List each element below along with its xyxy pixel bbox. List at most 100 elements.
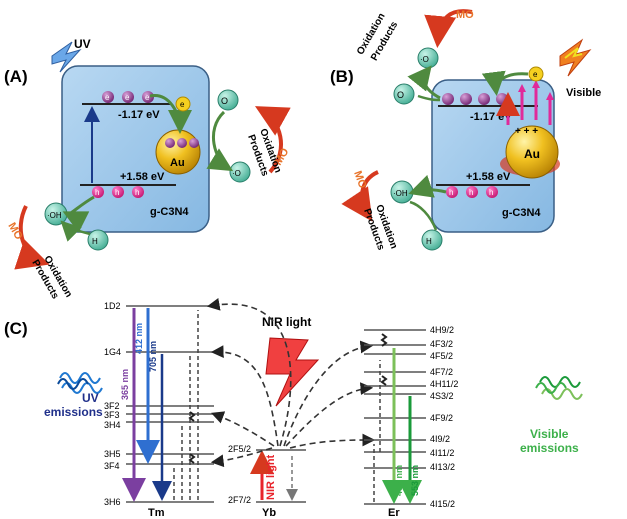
vb-potential-b: +1.58 eV: [466, 171, 511, 183]
mo-label-b1: MO: [456, 9, 474, 21]
svg-text:h: h: [135, 188, 139, 197]
free-electron: [175, 96, 191, 112]
hot-electron: [528, 66, 544, 82]
o2-reduction-arrow-b: [407, 65, 441, 100]
mo-degradation-arrow-a2: [14, 205, 50, 270]
svg-text:h: h: [115, 188, 119, 197]
mo-degradation-arrow-a1: [255, 106, 291, 174]
uv-emissions-line1: UV: [82, 391, 99, 405]
tm-upconversion-dashes: [173, 310, 199, 500]
hot-electron-injection-arrow: [481, 70, 529, 96]
er-level-4h92: 4H9/2: [430, 325, 454, 335]
uv-waves-icon: [57, 372, 103, 394]
tm-level-3f2: 3F2: [104, 401, 120, 411]
svg-text:e: e: [145, 93, 150, 102]
svg-text:H: H: [426, 237, 432, 246]
au-label-b: Au: [524, 147, 540, 161]
svg-text:h: h: [95, 188, 99, 197]
au-nanoparticle-b: [505, 125, 559, 179]
er-level-4s32: 4S3/2: [430, 391, 454, 401]
er-ion-label: Er: [388, 507, 400, 519]
er-level-4f32: 4F3/2: [430, 339, 453, 349]
panel-c-label: (C): [4, 319, 28, 338]
er-level-4f72: 4F7/2: [430, 367, 453, 377]
er-553-label: 553 nm: [410, 465, 420, 496]
tm-level-3f4: 3F4: [104, 461, 120, 471]
water-oxidation-arrow: [60, 220, 91, 242]
svg-text:·O: ·O: [232, 169, 241, 178]
panel-b-label: (B): [330, 67, 354, 86]
er-nonradiative-squiggles: [380, 333, 388, 386]
visible-emissions-line1: Visible: [530, 427, 569, 441]
o2-reduction-arrow: [206, 110, 234, 172]
er-483-label: 483 nm: [394, 465, 404, 496]
cb-potential-b: -1.17 eV: [470, 111, 512, 123]
visible-label: Visible: [566, 87, 601, 99]
water-oxidation-arrow-b: [409, 200, 438, 231]
er-level-4f92: 4F9/2: [430, 413, 453, 423]
tm-level-labels: 1D2 1G4 3F2 3F3 3H4 3H5 3F4 3H6: [104, 301, 121, 507]
uv-emissions-line2: emissions: [44, 405, 103, 419]
cb-electrons: e e e: [102, 91, 154, 103]
electron-transfer-arrow: [149, 94, 192, 134]
visible-waves-icon: [535, 376, 583, 400]
tm-levels: [126, 305, 214, 503]
er-level-4i92: 4I9/2: [430, 434, 450, 444]
er-level-4h112: 4H11/2: [430, 379, 458, 389]
water-molecule-b: [421, 229, 443, 251]
yb-ion-label: Yb: [262, 507, 276, 519]
tm-level-3h6: 3H6: [104, 497, 121, 507]
nir-vertical-label: NIR light: [265, 454, 277, 500]
energy-transfer-curves: [206, 298, 376, 468]
au-electrons: [165, 138, 199, 148]
nir-lightning-icon: [265, 337, 320, 407]
svg-text:e: e: [125, 93, 130, 102]
er-level-4f52: 4F5/2: [430, 351, 453, 361]
hole-oxidation-arrow-b: [408, 174, 447, 198]
yb-level-2f72: 2F7/2: [228, 495, 251, 505]
au-label: Au: [170, 157, 185, 169]
yb-level-2f52: 2F5/2: [228, 444, 251, 454]
svg-text:O: O: [397, 90, 404, 100]
panel-a: (A) UV -1.17 eV +1.58 eV e e e: [4, 37, 292, 301]
au-charge: + + +: [515, 126, 538, 137]
tm-412-label: 412 nm: [134, 323, 144, 354]
tm-365-label: 365 nm: [120, 369, 130, 400]
hole-oxidation-arrow: [62, 195, 95, 233]
er-upconversion-dashes: [373, 360, 381, 502]
svg-text:·O: ·O: [420, 55, 429, 64]
plasmon-arrows: [496, 80, 554, 125]
svg-text:·OH: ·OH: [47, 211, 62, 220]
visible-emissions-line2: emissions: [520, 441, 579, 455]
svg-text:·OH: ·OH: [393, 189, 408, 198]
tm-level-1g4: 1G4: [104, 347, 121, 357]
tm-ion-label: Tm: [148, 507, 165, 519]
svg-text:h: h: [489, 188, 493, 197]
superoxide-radical: [229, 161, 251, 183]
tm-nonradiative-squiggles: [188, 411, 196, 464]
vb-holes: h h h: [92, 186, 144, 198]
tm-705-label: 705 nm: [148, 341, 158, 372]
svg-text:e: e: [533, 70, 538, 79]
svg-text:H: H: [92, 237, 98, 246]
tm-level-1d2: 1D2: [104, 301, 121, 311]
vb-holes-b: h h h: [446, 186, 498, 198]
svg-text:e: e: [180, 100, 185, 109]
panel-b: (B) Visible -1.17 eV +1.58 eV h h h g-C3…: [330, 9, 601, 252]
tm-level-3h5: 3H5: [104, 449, 121, 459]
svg-text:h: h: [449, 188, 453, 197]
er-level-4i152: 4I15/2: [430, 499, 455, 509]
water-molecule: [87, 229, 109, 251]
uv-lightning-icon: [51, 41, 82, 73]
er-level-4i112: 4I11/2: [430, 448, 454, 458]
mo-label-b2: MO: [351, 169, 368, 190]
tm-level-3f3: 3F3: [104, 410, 120, 420]
o2-in-arrow-b: [417, 94, 441, 102]
panel-a-label: (A): [4, 67, 28, 86]
panel-c: (C) 1D2 1G4 3F2 3F3 3H4 3H5 3F4 3H6 Tm 3…: [4, 298, 583, 519]
material-label-b: g-C3N4: [502, 207, 541, 219]
vb-potential: +1.58 eV: [120, 171, 165, 183]
uv-label: UV: [74, 37, 91, 51]
nir-light-label: NIR light: [262, 315, 311, 329]
